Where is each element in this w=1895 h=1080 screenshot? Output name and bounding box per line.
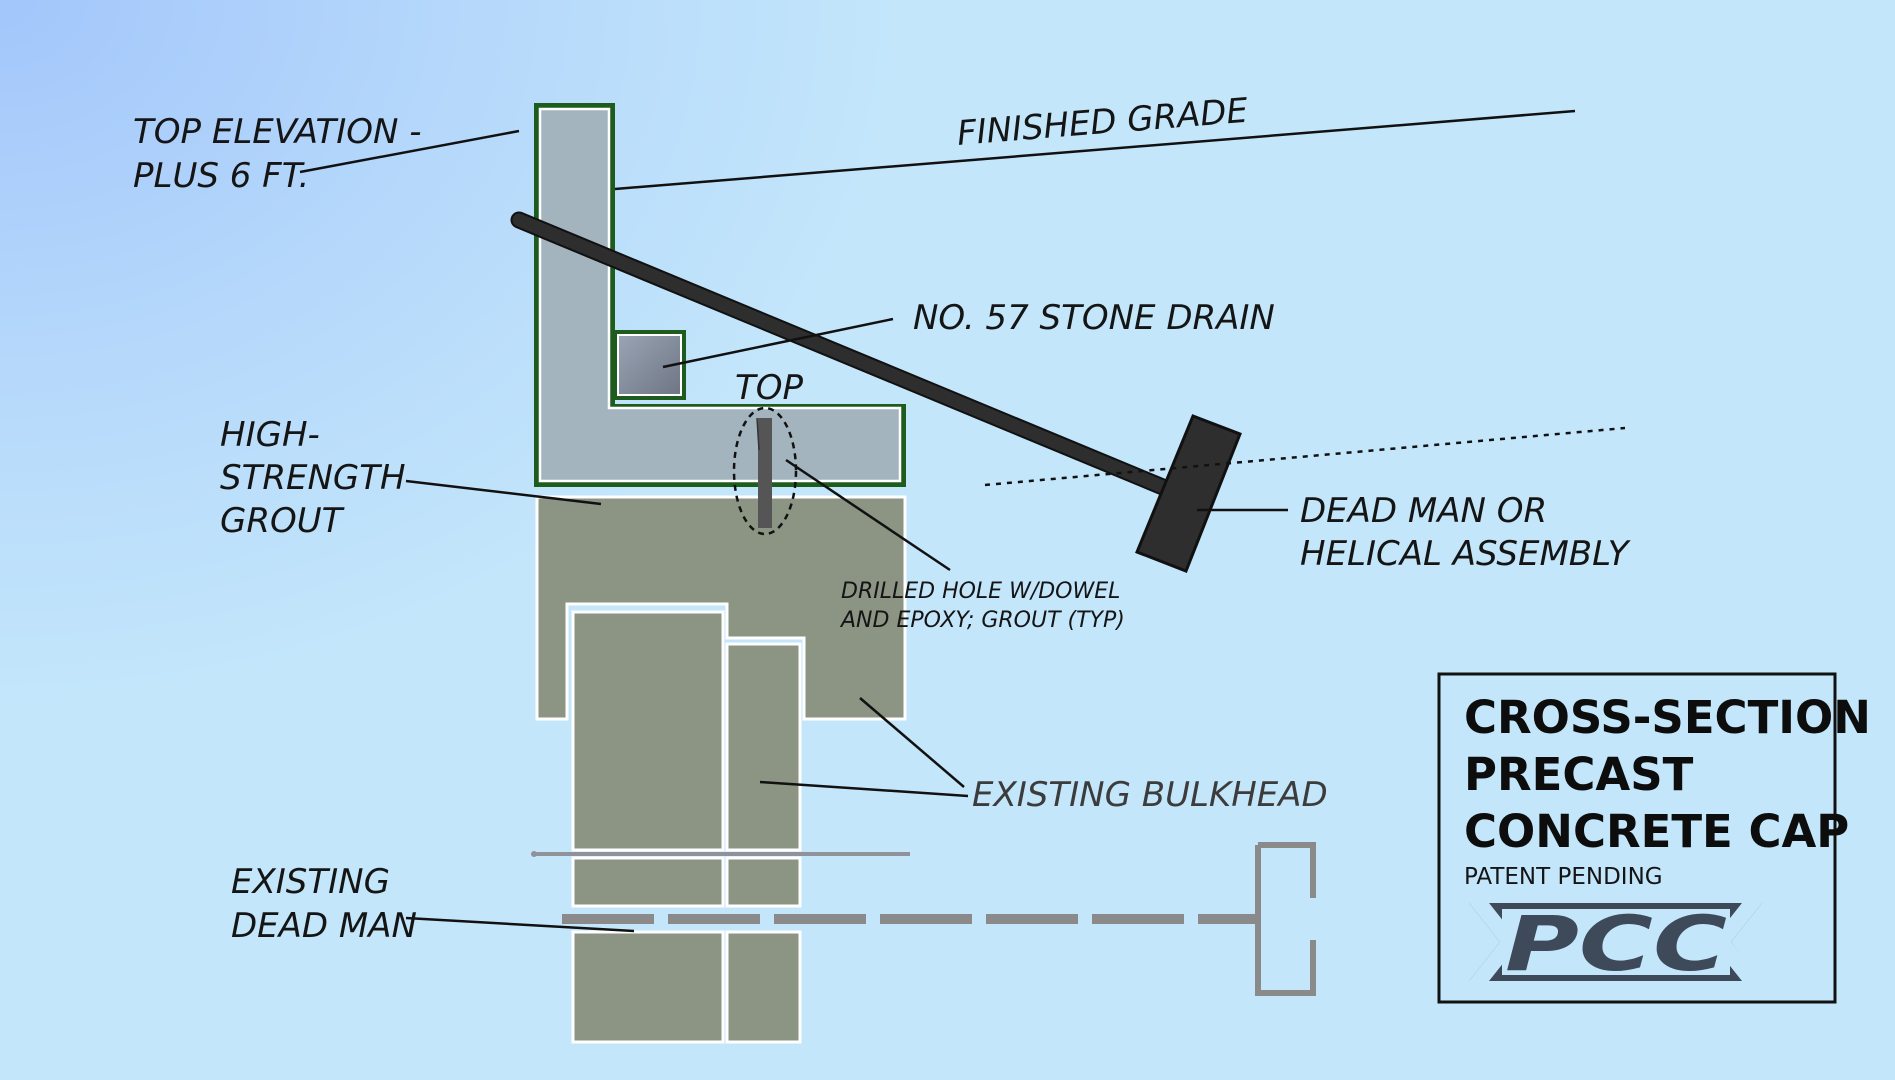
label-top: TOP (735, 368, 804, 408)
leader-bulkhead-2 (759, 780, 969, 798)
dead-man-plate (1135, 414, 1242, 573)
existing-dead-man (562, 842, 1316, 996)
label-dead-man-assembly-1: DEAD MAN OR (1300, 491, 1547, 531)
existing-bulkhead (531, 495, 910, 1044)
title-line-2: PRECAST (1464, 748, 1694, 801)
leader-bulkhead-1 (859, 697, 965, 788)
leader-drilled-hole (785, 458, 951, 572)
existing-dead-man-anchor (1255, 842, 1316, 996)
stone-drain (617, 334, 682, 396)
label-dead-man-assembly-2: HELICAL ASSEMBLY (1300, 534, 1631, 574)
ground-line (984, 426, 1626, 487)
leader-top-elevation (299, 129, 520, 174)
title-block: CROSS-SECTION PRECAST CONCRETE CAP PATEN… (1437, 672, 1871, 1004)
pcc-logo: PCC (1469, 899, 1762, 988)
waler-end (531, 851, 537, 857)
title-line-3: CONCRETE CAP (1464, 805, 1849, 858)
leader-existing-dead-man (405, 916, 635, 933)
bulkhead-pile-left-low (571, 930, 725, 1044)
label-existing-dead-man-1: EXISTING (231, 862, 390, 902)
dowel (758, 418, 772, 528)
label-drilled-hole-2: AND EPOXY; GROUT (TYP) (839, 608, 1125, 633)
pcc-logo-plate (1502, 909, 1730, 975)
label-top-elevation-2: PLUS 6 FT. (133, 156, 309, 196)
bulkhead-pile-right-mid (725, 856, 802, 908)
title-subtitle: PATENT PENDING (1464, 864, 1663, 890)
title-line-1: CROSS-SECTION (1464, 691, 1871, 744)
leader-stone-drain (662, 317, 894, 369)
leader-lines (299, 109, 1576, 933)
dowel-tick (756, 417, 760, 451)
new-anchor-assembly (510, 211, 1626, 573)
title-block-frame (1437, 672, 1837, 1004)
bulkhead-pile-right (725, 642, 802, 852)
tie-rod (512, 213, 1177, 497)
labels: TOP ELEVATION - PLUS 6 FT. FINISHED GRAD… (133, 91, 1631, 946)
label-existing-bulkhead: EXISTING BULKHEAD (972, 775, 1328, 815)
bulkhead-pile-left (571, 610, 725, 852)
drilled-hole-ellipse (732, 406, 798, 536)
cap-body (538, 107, 902, 483)
bulkhead-pile-left-mid (571, 856, 725, 908)
label-existing-dead-man-2: DEAD MAN (231, 906, 417, 946)
label-drilled-hole-1: DRILLED HOLE W/DOWEL (841, 579, 1120, 604)
bulkhead-body (535, 495, 907, 721)
leader-grout (405, 479, 602, 506)
label-grout-3: GROUT (220, 501, 345, 541)
precast-cap (534, 103, 906, 536)
label-top-elevation-1: TOP ELEVATION - (133, 112, 422, 152)
label-grout-2: STRENGTH (220, 458, 406, 498)
pcc-logo-text: PCC (1505, 899, 1727, 988)
label-stone-drain: NO. 57 STONE DRAIN (913, 298, 1275, 338)
label-grout-1: HIGH- (220, 415, 320, 455)
bulkhead-pile-right-low (725, 930, 802, 1044)
leader-finished-grade (614, 109, 1576, 191)
